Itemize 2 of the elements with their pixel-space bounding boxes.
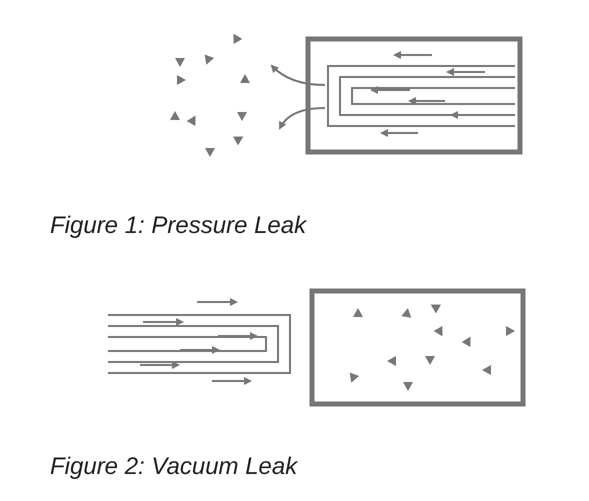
figure-caption: Figure 1: Pressure Leak — [50, 212, 306, 240]
figure-caption: Figure 2: Vacuum Leak — [50, 453, 298, 481]
